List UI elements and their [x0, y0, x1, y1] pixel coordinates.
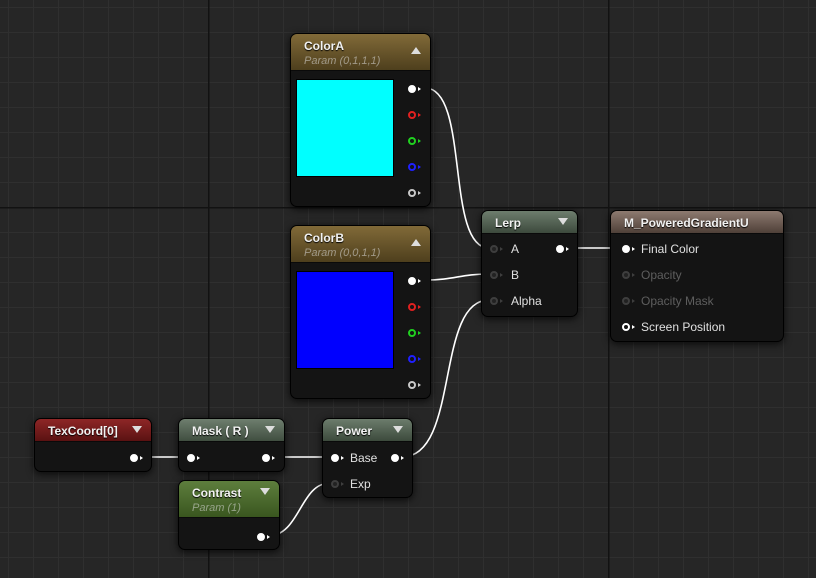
collapse-arrow-icon[interactable]: [260, 488, 270, 495]
collapse-arrow-icon[interactable]: [411, 47, 421, 54]
node-contrast[interactable]: Contrast Param (1): [178, 480, 280, 550]
pin-label-final-color: Final Color: [641, 242, 700, 256]
pin-label-alpha: Alpha: [511, 294, 542, 308]
input-pin-a[interactable]: [490, 245, 503, 253]
input-pin-b[interactable]: [490, 271, 503, 279]
node-title: Lerp: [495, 216, 522, 230]
input-pin-alpha[interactable]: [490, 297, 503, 305]
output-pin-b[interactable]: [408, 163, 421, 171]
output-pin-b[interactable]: [408, 355, 421, 363]
node-title: ColorA: [304, 39, 344, 53]
pin-label-a: A: [511, 242, 520, 256]
input-pin-opacity[interactable]: [622, 271, 635, 279]
node-title: ColorB: [304, 231, 344, 245]
input-pin-screen-position[interactable]: [622, 323, 635, 331]
collapse-arrow-icon[interactable]: [265, 426, 275, 433]
pin-label-exp: Exp: [350, 477, 371, 491]
node-color-b[interactable]: ColorB Param (0,0,1,1): [290, 225, 431, 399]
output-pin-contrast[interactable]: [257, 533, 270, 541]
output-pin-r[interactable]: [408, 111, 421, 119]
output-pin-g[interactable]: [408, 329, 421, 337]
output-pin-rgb[interactable]: [408, 277, 421, 285]
node-title: TexCoord[0]: [48, 424, 118, 438]
collapse-arrow-icon[interactable]: [132, 426, 142, 433]
color-preview-swatch: [296, 79, 394, 177]
output-pin-rgb[interactable]: [408, 85, 421, 93]
node-subtitle: Param (0,1,1,1): [304, 55, 381, 67]
node-header[interactable]: Lerp: [482, 211, 577, 234]
collapse-arrow-icon[interactable]: [558, 218, 568, 225]
node-header[interactable]: TexCoord[0]: [35, 419, 151, 442]
node-header[interactable]: ColorB Param (0,0,1,1): [291, 226, 430, 263]
wire-colora-to-lerp-a: [424, 87, 490, 249]
node-title: Power: [336, 424, 373, 438]
node-header[interactable]: ColorA Param (0,1,1,1): [291, 34, 430, 71]
output-pin-mask[interactable]: [262, 454, 275, 462]
output-pin-uv[interactable]: [130, 454, 143, 462]
output-pin-power[interactable]: [391, 454, 404, 462]
collapse-arrow-icon[interactable]: [411, 239, 421, 246]
input-pin-final-color[interactable]: [622, 245, 635, 253]
node-material-result[interactable]: M_PoweredGradientU Final Color Opacity O…: [610, 210, 784, 342]
input-pin-base[interactable]: [331, 454, 344, 462]
node-mask[interactable]: Mask ( R ): [178, 418, 285, 472]
pin-label-opacity-mask: Opacity Mask: [641, 294, 714, 308]
node-lerp[interactable]: Lerp A B Alpha: [481, 210, 578, 317]
input-pin-mask[interactable]: [187, 454, 200, 462]
color-preview-swatch: [296, 271, 394, 369]
node-subtitle: Param (1): [192, 502, 241, 514]
node-header[interactable]: M_PoweredGradientU: [611, 211, 783, 234]
pin-label-screen-position: Screen Position: [641, 320, 726, 334]
collapse-arrow-icon[interactable]: [393, 426, 403, 433]
node-color-a[interactable]: ColorA Param (0,1,1,1): [290, 33, 431, 207]
node-header[interactable]: Contrast Param (1): [179, 481, 279, 518]
pin-label-base: Base: [350, 451, 378, 465]
output-pin-a[interactable]: [408, 381, 421, 389]
pin-label-opacity: Opacity: [641, 268, 682, 282]
node-subtitle: Param (0,0,1,1): [304, 247, 381, 259]
output-pin-result[interactable]: [556, 245, 569, 253]
node-title: Mask ( R ): [192, 424, 249, 438]
node-texcoord[interactable]: TexCoord[0]: [34, 418, 152, 472]
input-pin-exp[interactable]: [331, 480, 344, 488]
output-pin-g[interactable]: [408, 137, 421, 145]
node-title: M_PoweredGradientU: [624, 216, 749, 230]
wire-colorb-to-lerp-b: [424, 273, 490, 281]
pin-label-b: B: [511, 268, 520, 282]
input-pin-opacity-mask[interactable]: [622, 297, 635, 305]
output-pin-a[interactable]: [408, 189, 421, 197]
node-header[interactable]: Power: [323, 419, 412, 442]
node-power[interactable]: Power Base Exp: [322, 418, 413, 498]
wire-power-to-lerp-alpha: [401, 299, 490, 458]
output-pin-r[interactable]: [408, 303, 421, 311]
node-header[interactable]: Mask ( R ): [179, 419, 284, 442]
node-title: Contrast: [192, 486, 242, 500]
